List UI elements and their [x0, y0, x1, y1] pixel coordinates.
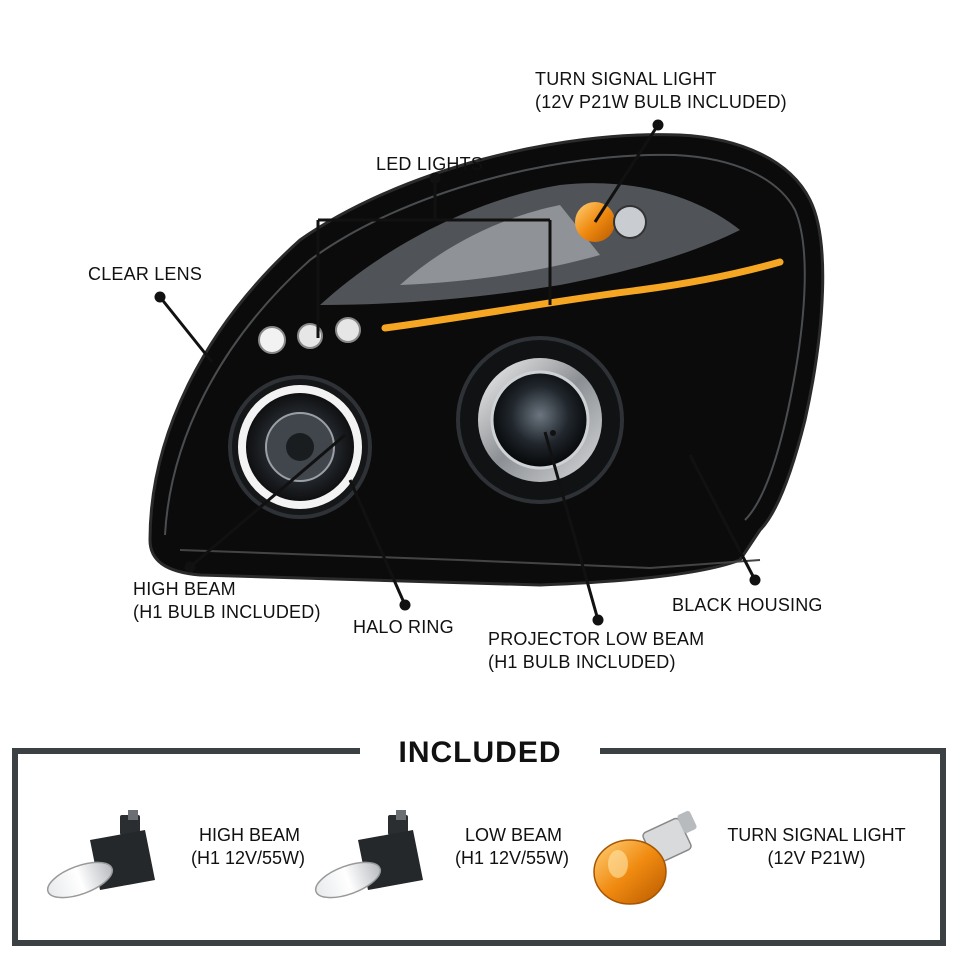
- included-frame: [12, 748, 946, 946]
- callout-black-housing: BLACK HOUSING: [672, 594, 823, 617]
- h1-bulb-icon: [46, 810, 155, 899]
- callout-led-lights: LED LIGHTS: [376, 153, 483, 176]
- callout-clear-lens: CLEAR LENS: [88, 263, 202, 286]
- leader-dots: [154, 119, 761, 626]
- callout-led-lights-line1: LED LIGHTS: [376, 154, 484, 174]
- callout-projector-low-beam: PROJECTOR LOW BEAM (H1 BULB INCLUDED): [488, 628, 704, 674]
- callout-high-beam-line2: (H1 BULB INCLUDED): [133, 602, 321, 622]
- callout-high-beam-line1: HIGH BEAM: [133, 579, 236, 599]
- amber-p21w-bulb-icon: [593, 810, 697, 905]
- amber-led-strip: [381, 258, 784, 332]
- included-item-low-beam: LOW BEAM (H1 12V/55W): [455, 824, 569, 870]
- callout-projector-low-beam-line2: (H1 BULB INCLUDED): [488, 652, 676, 672]
- included-item-turn-signal: TURN SIGNAL LIGHT (12V P21W): [714, 824, 919, 870]
- callout-black-housing-line1: BLACK HOUSING: [672, 595, 823, 615]
- callout-turn-signal: TURN SIGNAL LIGHT (12V P21W BULB INCLUDE…: [535, 68, 787, 114]
- included-item-high-beam-line2: (H1 12V/55W): [191, 848, 306, 868]
- included-item-low-beam-line2: (H1 12V/55W): [455, 848, 570, 868]
- included-title: INCLUDED: [360, 736, 600, 770]
- included-item-high-beam: HIGH BEAM (H1 12V/55W): [191, 824, 305, 870]
- high-beam-halo: [228, 375, 372, 519]
- h1-bulb-icon: [314, 810, 423, 899]
- callout-high-beam: HIGH BEAM (H1 BULB INCLUDED): [133, 578, 321, 624]
- included-item-low-beam-line1: LOW BEAM: [465, 825, 563, 845]
- included-item-turn-signal-line2: (12V P21W): [767, 848, 866, 868]
- led-lights: [258, 317, 361, 354]
- projector-low-beam: [456, 336, 624, 504]
- callout-projector-low-beam-line1: PROJECTOR LOW BEAM: [488, 629, 705, 649]
- housing-bottom-edge: [179, 549, 761, 570]
- callout-clear-lens-line1: CLEAR LENS: [88, 264, 203, 284]
- included-item-turn-signal-line1: TURN SIGNAL LIGHT: [727, 825, 906, 845]
- callout-halo-ring-line1: HALO RING: [353, 617, 454, 637]
- included-item-high-beam-line1: HIGH BEAM: [199, 825, 301, 845]
- callout-turn-signal-line1: TURN SIGNAL LIGHT: [535, 69, 717, 89]
- leader-lines: [158, 124, 757, 621]
- callout-turn-signal-line2: (12V P21W BULB INCLUDED): [535, 92, 787, 112]
- callout-halo-ring: HALO RING: [353, 616, 454, 639]
